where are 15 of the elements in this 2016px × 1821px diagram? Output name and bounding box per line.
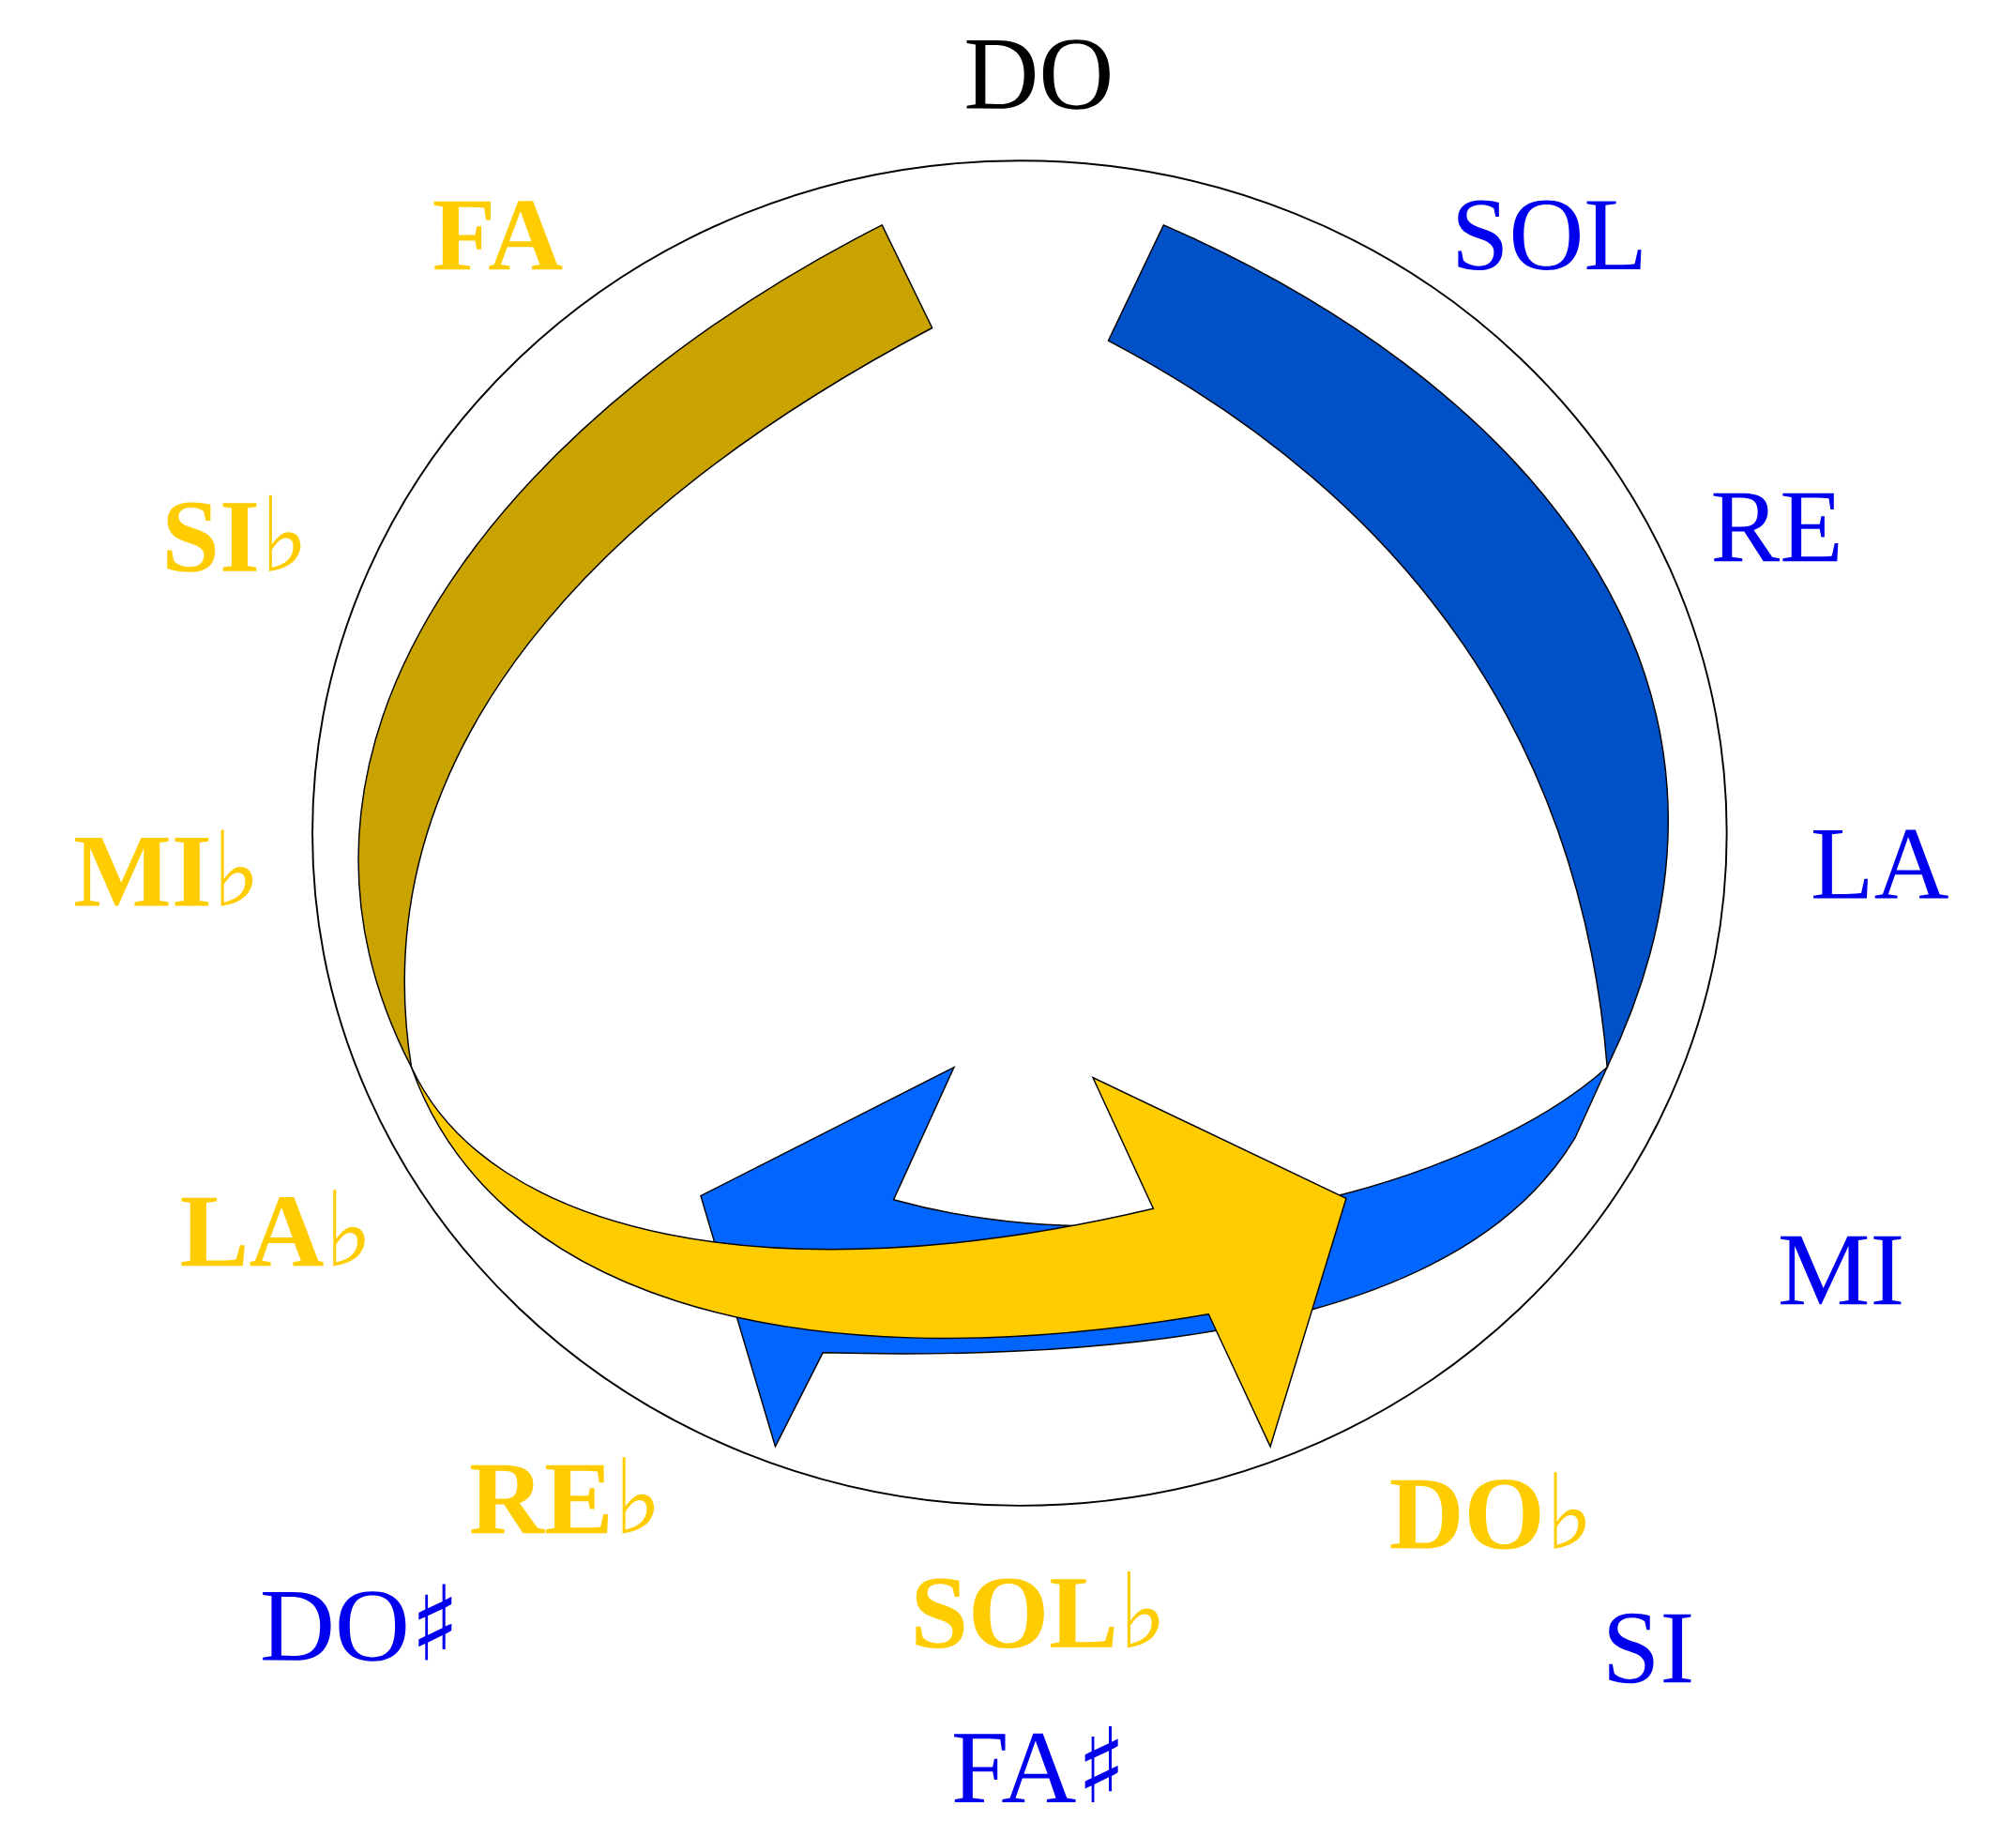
note-label: LA♭ <box>181 1190 365 1267</box>
note-label: SI♭ <box>167 494 301 572</box>
note-label: SOL <box>1458 200 1642 271</box>
note-label: DO <box>966 39 1110 110</box>
note-label: RE <box>1713 493 1839 562</box>
note-label: FA <box>433 201 563 270</box>
note-label: SI <box>1609 1614 1691 1684</box>
note-label: MI♭ <box>75 829 253 906</box>
note-label: RE♭ <box>470 1457 655 1534</box>
note-label: SOL♭ <box>916 1571 1160 1649</box>
note-label: MI <box>1781 1237 1902 1305</box>
note-label: DO♯ <box>263 1584 452 1662</box>
note-label: FA♯ <box>954 1726 1118 1803</box>
note-label: LA <box>1813 829 1948 899</box>
note-label: DO♭ <box>1390 1472 1586 1550</box>
